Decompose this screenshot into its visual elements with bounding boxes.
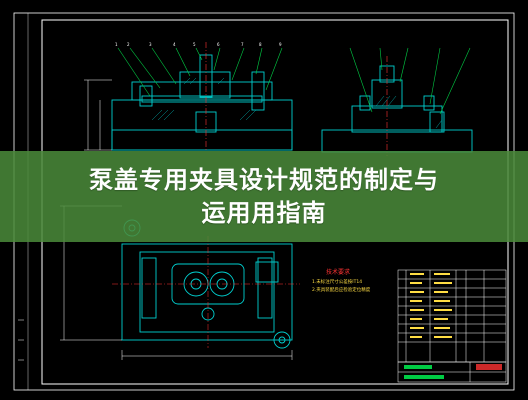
main-view [111, 42, 293, 152]
svg-text:6: 6 [217, 42, 220, 47]
main-view-hatching [151, 77, 257, 121]
side-view [321, 56, 473, 156]
side-view-leaders [349, 47, 471, 115]
banner-title-line-1: 泵盖专用夹具设计规范的制定与 [89, 165, 439, 194]
svg-text:1: 1 [115, 42, 118, 47]
main-view-balloons: 1 2 3 4 5 6 7 8 9 [115, 42, 282, 47]
title-block [397, 361, 507, 383]
banner-title-line-2: 运用用指南 [201, 198, 327, 227]
svg-text:7: 7 [241, 42, 244, 47]
side-view-hatching [375, 95, 443, 129]
svg-text:2: 2 [127, 42, 130, 47]
main-view-leaders [117, 47, 283, 97]
svg-text:9: 9 [279, 42, 282, 47]
svg-text:3: 3 [149, 42, 152, 47]
svg-text:4: 4 [173, 42, 176, 47]
title-banner: 泵盖专用夹具设计规范的制定与 运用用指南 [0, 151, 528, 242]
tech-note-line: 1.未标注尺寸公差按IT14 [312, 280, 363, 285]
parts-list-entries [410, 273, 452, 338]
tech-notes-title: 技术要求 [326, 269, 351, 276]
tech-note-line: 2.夹具装配后应检验定位精度 [312, 288, 371, 293]
frame-zone-marks [18, 319, 24, 361]
svg-text:5: 5 [193, 42, 196, 47]
parts-list-table [397, 269, 507, 363]
main-view-dimensions [84, 79, 112, 151]
plan-view-centerlines [112, 236, 300, 348]
svg-text:8: 8 [259, 42, 262, 47]
